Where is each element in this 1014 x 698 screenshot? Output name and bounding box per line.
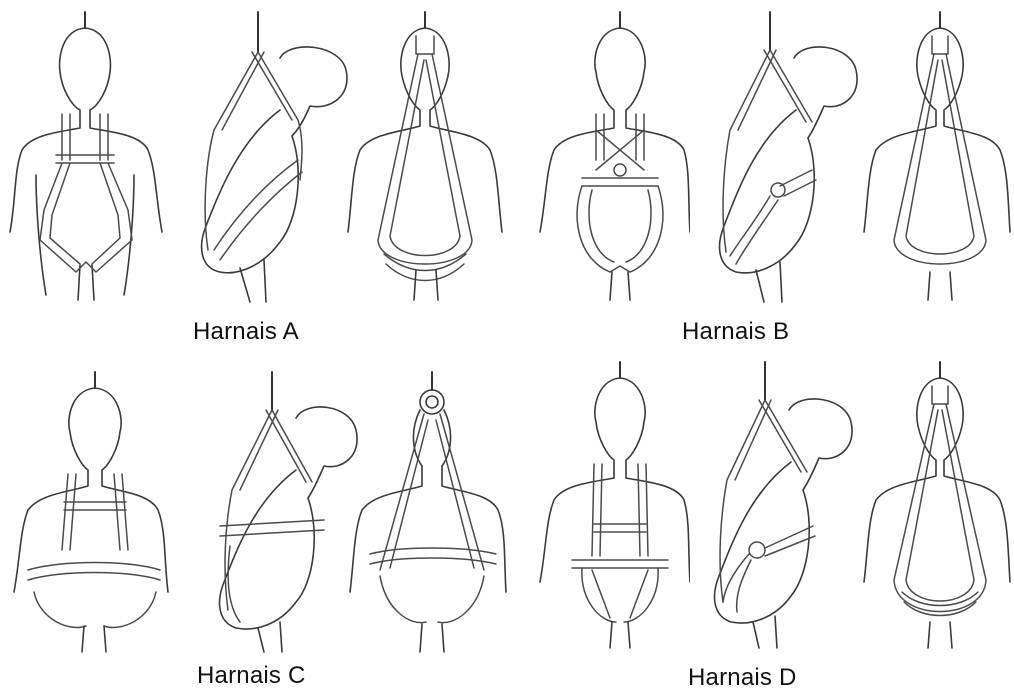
harness-b-side-figure: [700, 10, 870, 305]
harness-b-caption: Harnais B: [682, 318, 789, 346]
harness-a-front-figure: [0, 10, 170, 305]
harness-c-front-figure: [0, 370, 170, 655]
harness-a-panel: Harnais A: [0, 0, 500, 345]
harness-a-side-figure: [180, 10, 360, 305]
harness-d-panel: Harnais D: [520, 350, 1014, 698]
harness-c-back-figure: [340, 370, 510, 655]
harness-d-front-figure: [520, 360, 690, 650]
harness-a-caption: Harnais A: [193, 318, 299, 346]
harness-a-back-figure: [340, 10, 510, 305]
harness-b-front-figure: [520, 10, 690, 305]
harness-c-caption: Harnais C: [197, 662, 306, 690]
harness-d-caption: Harnais D: [688, 664, 797, 692]
harness-d-side-figure: [695, 360, 865, 650]
harness-d-back-figure: [850, 360, 1014, 650]
harness-b-panel: Harnais B: [520, 0, 1014, 345]
harness-c-panel: Harnais C: [0, 360, 500, 698]
harness-b-back-figure: [850, 10, 1014, 305]
